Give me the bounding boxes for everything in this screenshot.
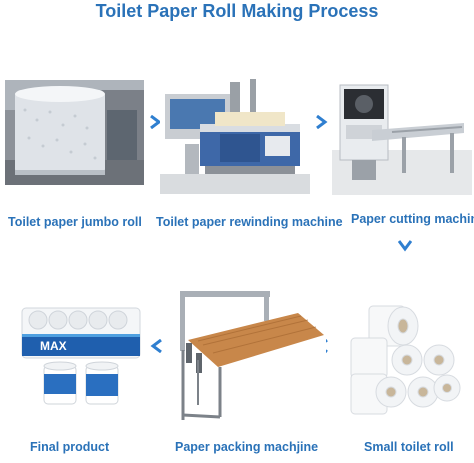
step-label-cutting-machine: Paper cutting machine [351,212,474,226]
rewinding-machine-image [160,74,310,194]
cutting-machine-image [332,55,472,195]
step-label-final-product: Final product [30,440,110,454]
jumbo-roll-image [5,80,144,185]
step-label-packing-machine: Paper packing machjine [175,440,319,454]
packing-machine-image [168,285,326,425]
arrow-right-icon [148,115,162,129]
final-product-image: MAX [18,300,146,408]
arrow-down-icon [398,238,412,252]
diagram-title: Toilet Paper Roll Making Process [95,1,379,21]
arrow-left-icon [150,339,164,353]
step-label-small-roll: Small toilet roll [364,440,454,454]
arrow-right-icon [314,115,328,129]
brand-logo-text: MAX [40,339,67,353]
step-label-jumbo-roll: Toilet paper jumbo roll [8,215,142,229]
step-label-rewinding-machine: Toilet paper rewinding machine [156,215,343,229]
small-rolls-image [347,298,462,418]
